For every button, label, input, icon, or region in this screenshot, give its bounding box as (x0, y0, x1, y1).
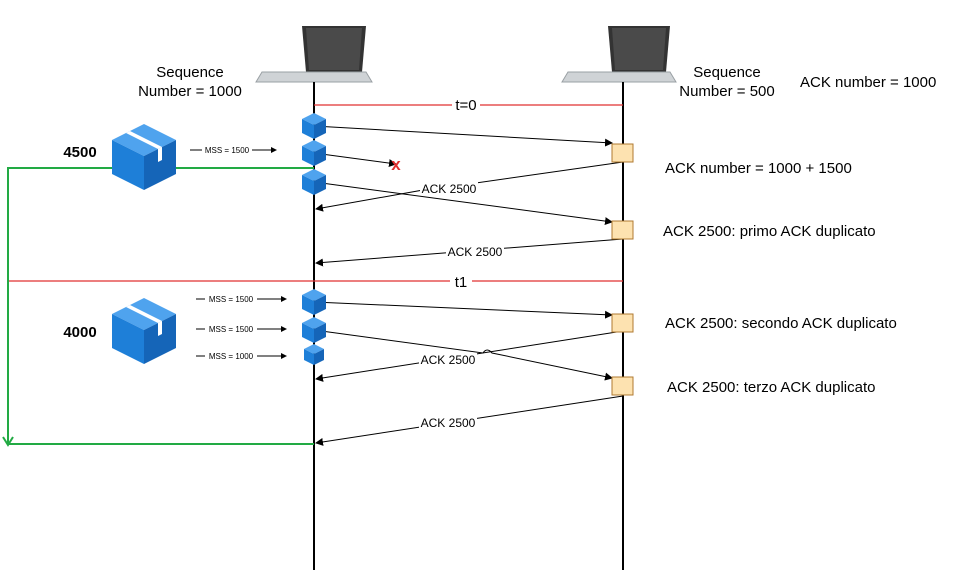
receiver-laptop-icon (561, 26, 677, 83)
receiver-sequence-label-line1: Sequence (693, 64, 761, 81)
segment-arrow (313, 125, 613, 147)
ack-box (611, 143, 634, 163)
t0-label: t=0 (455, 97, 476, 114)
annotation-second-dup-ack: ACK 2500: secondo ACK duplicato (665, 315, 897, 332)
receiver-ack-number-label: ACK number = 1000 (800, 74, 936, 91)
ack-box (611, 376, 634, 396)
ack-label: ACK 2500 (422, 182, 477, 196)
ack-label: ACK 2500 (421, 416, 476, 430)
mss-label: MSS = 1000 (209, 352, 254, 361)
segment-arrow (313, 301, 613, 319)
mss-label: MSS = 1500 (209, 325, 254, 334)
t1-label: t1 (455, 274, 468, 291)
lost-x-icon: x (391, 155, 401, 174)
ack-box (611, 220, 634, 240)
annotation-first-dup-ack: ACK 2500: primo ACK duplicato (663, 223, 876, 240)
sender-sequence-label-line1: Sequence (156, 64, 224, 81)
segment-arrow (313, 181, 613, 226)
ack-label: ACK 2500 (421, 353, 476, 367)
packet-icon (304, 344, 324, 365)
mss-label: MSS = 1500 (205, 146, 250, 155)
lost-segment-arrow (313, 152, 397, 168)
receiver-sequence-label-line2: Number = 500 (679, 83, 774, 100)
retransmit-path (7, 167, 314, 443)
window-size-4500: 4500 (63, 144, 96, 161)
window-4000-box-icon (112, 298, 176, 364)
window-size-4000: 4000 (63, 324, 96, 341)
ack-label: ACK 2500 (448, 245, 503, 259)
mss-label: MSS = 1500 (209, 295, 254, 304)
sender-laptop-icon (255, 26, 373, 83)
packet-icon (302, 113, 326, 139)
packet-icon (302, 317, 326, 343)
ack-box (611, 313, 634, 333)
packet-icon (302, 140, 326, 166)
packet-icon (302, 169, 326, 195)
window-4500-box-icon (112, 124, 176, 190)
packet-icon (302, 289, 326, 315)
annotation-third-dup-ack: ACK 2500: terzo ACK duplicato (667, 379, 875, 396)
sender-sequence-label-line2: Number = 1000 (138, 83, 242, 100)
annotation-ack-number: ACK number = 1000 + 1500 (665, 160, 852, 177)
